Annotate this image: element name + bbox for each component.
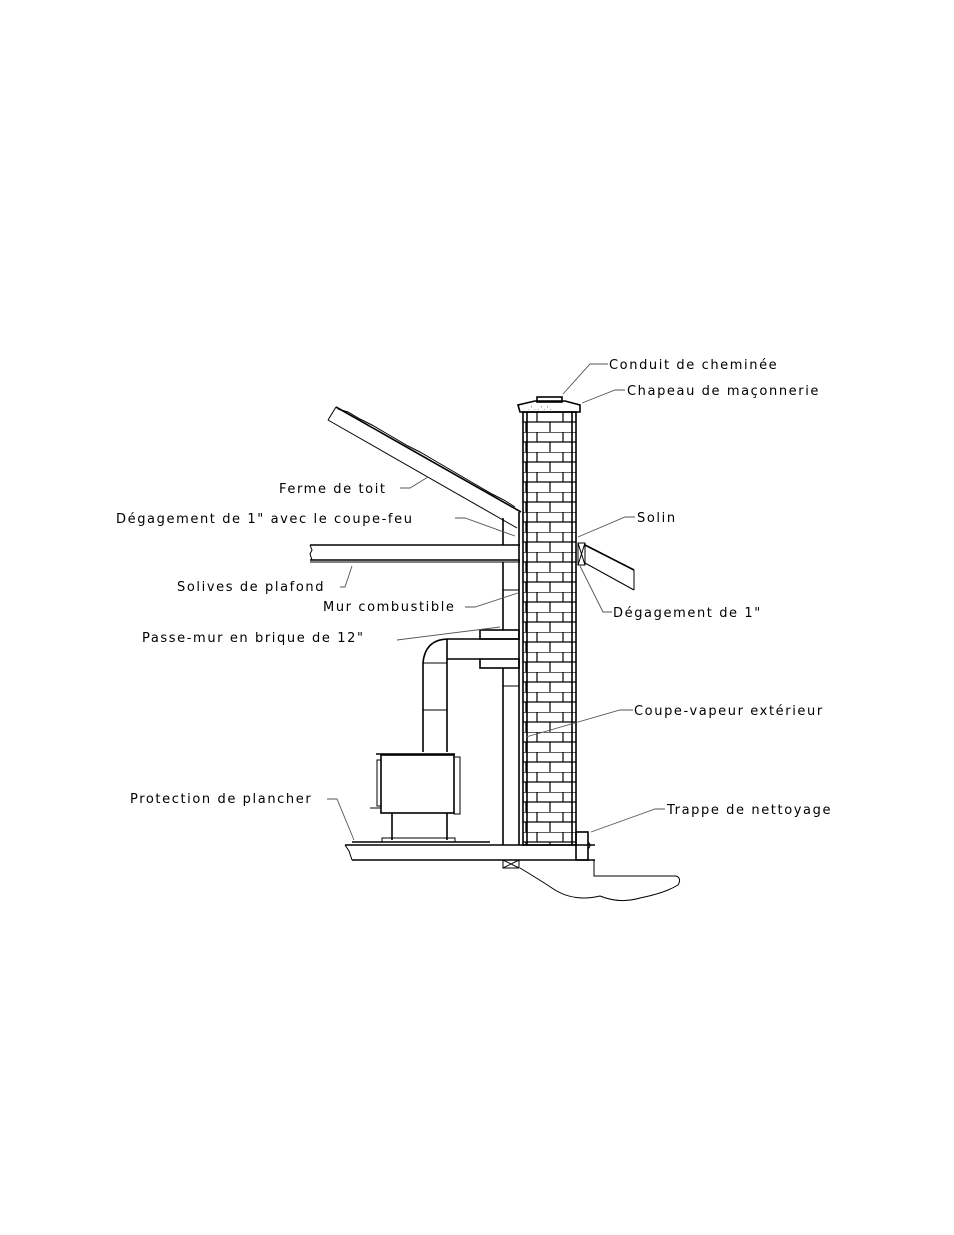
wood-stove [370, 753, 461, 843]
label-solin: Solin [637, 511, 677, 526]
label-mur: Mur combustible [323, 600, 456, 615]
svg-text:. ' . . ' . ' .: . ' . . ' . ' . [528, 406, 552, 412]
roof-right [577, 542, 635, 591]
label-chapeau: Chapeau de maçonnerie [627, 384, 820, 399]
label-ferme: Ferme de toit [279, 482, 387, 497]
flue-liner [536, 396, 563, 403]
roof-truss [327, 406, 522, 529]
label-trappe: Trappe de nettoyage [666, 803, 832, 818]
cleanout-door [575, 831, 591, 861]
leader-lines [327, 363, 665, 841]
masonry-cap: . ' . . ' . ' . [517, 400, 581, 413]
label-passe-mur: Passe-mur en brique de 12" [142, 631, 365, 646]
label-conduit: Conduit de cheminée [609, 358, 778, 373]
label-coupe-vapeur: Coupe-vapeur extérieur [634, 704, 824, 719]
label-degagement: Dégagement de 1" [613, 606, 762, 621]
label-degagement-coupe-feu: Dégagement de 1" avec le coupe-feu [116, 512, 414, 527]
label-solives: Solives de plafond [177, 580, 325, 595]
stove-pipe [422, 638, 519, 752]
masonry-chimney [522, 411, 577, 846]
floor [344, 841, 595, 869]
ceiling-joist [309, 544, 520, 563]
brick-thimble [479, 629, 520, 669]
ground [519, 860, 681, 902]
label-protection: Protection de plancher [130, 792, 312, 807]
